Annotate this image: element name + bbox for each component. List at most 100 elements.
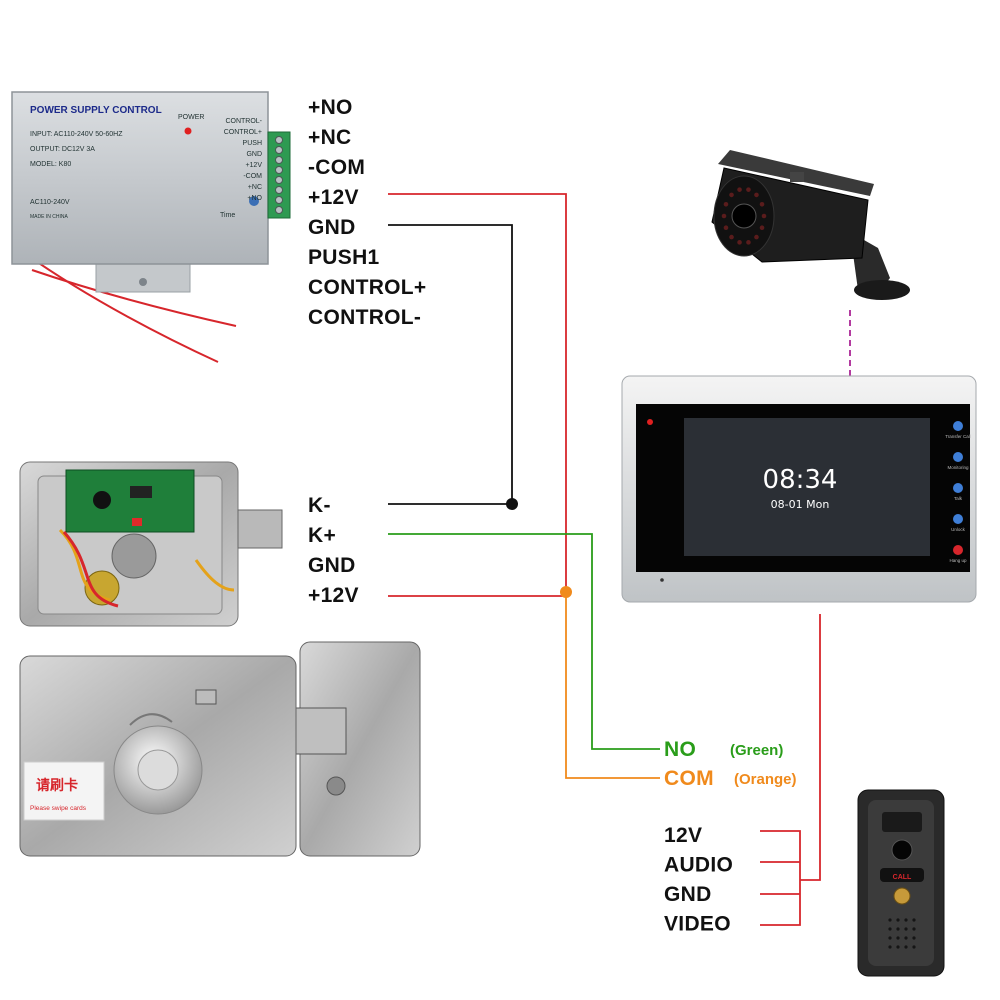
grille-hole	[912, 945, 916, 949]
doorbell-panel	[868, 800, 934, 966]
psu-terminal-2: -COM	[308, 156, 365, 179]
grille-hole	[888, 918, 892, 922]
grille-hole	[904, 927, 908, 931]
ir-led	[737, 240, 742, 245]
control-pcb	[65, 469, 195, 533]
terminal-screw	[275, 196, 283, 204]
pcb-buzzer	[93, 491, 111, 509]
monitor-screen[interactable]	[684, 418, 930, 556]
ir-led-ring	[721, 187, 767, 245]
psu-side-label-7: +NO	[247, 195, 262, 202]
psu-made-in: MADE IN CHINA	[30, 214, 68, 220]
outdoor-doorbell: CALL	[857, 789, 945, 977]
lead-wire-orange	[194, 559, 235, 592]
grille-hole	[904, 918, 908, 922]
monitor-button-icon-3[interactable]	[953, 514, 963, 524]
ir-led	[761, 213, 767, 219]
lock-terminal-labels: K-K+GND+12V	[308, 494, 359, 607]
ir-led	[723, 201, 729, 207]
wires	[388, 193, 851, 926]
monitor-button-icon-2[interactable]	[953, 483, 963, 493]
call-button[interactable]	[893, 887, 911, 905]
ir-led	[729, 234, 734, 240]
screen-time: 08:34	[763, 465, 838, 495]
indoor-monitor: 08:34 08-01 Mon Transfer CallMonitoringT…	[621, 375, 977, 603]
doorbell-terminal-2: GND	[664, 883, 712, 906]
psu-side-label-3: GND	[246, 151, 262, 158]
ir-led	[723, 225, 729, 231]
motor-wire-red	[62, 531, 119, 608]
wire-doorbell-red	[800, 614, 821, 881]
psu-side-label-0: CONTROL-	[225, 118, 262, 125]
power-led	[184, 127, 192, 135]
sticker-text-cn: 请刷卡	[36, 777, 78, 794]
psu-spec-output: OUTPUT: DC12V 3A	[30, 146, 95, 153]
rotate-arrow-icon	[129, 713, 173, 726]
grille-hole	[888, 927, 892, 931]
monitor-button-icon-1[interactable]	[953, 452, 963, 462]
wire-12v-psu	[388, 193, 567, 596]
psu-spec-model: MODEL: K80	[30, 161, 71, 168]
lock-knob-center	[137, 749, 179, 791]
power-label: POWER	[178, 114, 204, 121]
junction-12v	[560, 586, 572, 598]
relay-output-labels: NO(Green)COM(Orange)	[664, 738, 797, 790]
terminal-screw	[275, 146, 283, 154]
terminal-screw	[275, 136, 283, 144]
camera-screw	[790, 172, 804, 182]
terminal-block	[267, 131, 291, 219]
lock-internal-view	[19, 461, 283, 627]
monitor-button-icon-0[interactable]	[953, 421, 963, 431]
monitor-button-label-2: Talk	[954, 496, 963, 501]
mount-bracket	[95, 261, 191, 293]
junction-gnd	[506, 498, 518, 510]
terminal-screw	[275, 186, 283, 194]
terminal-screw	[275, 206, 283, 214]
psu-side-label-5: -COM	[243, 173, 262, 180]
ir-led	[721, 213, 727, 219]
wire-no-green	[388, 533, 660, 750]
ir-led	[759, 201, 765, 207]
grille-hole	[904, 945, 908, 949]
power-supply-unit: POWER SUPPLY CONTROL POWER INPUT: AC110-…	[11, 91, 291, 363]
swipe-card-sticker	[23, 761, 105, 821]
time-label: Time	[220, 212, 235, 219]
wire-com-orange	[565, 596, 660, 779]
call-label: CALL	[893, 874, 912, 881]
psu-side-label-4: +12V	[245, 162, 262, 169]
terminal-screw	[275, 156, 283, 164]
monitor-button-label-1: Monitoring	[947, 465, 969, 470]
motor-gear	[111, 533, 157, 579]
grille-hole	[888, 936, 892, 940]
psu-side-label-6: +NC	[248, 184, 262, 191]
grille-hole	[896, 927, 900, 931]
grille-hole	[912, 927, 916, 931]
ir-led	[729, 192, 734, 198]
psu-side-label-2: PUSH	[243, 140, 262, 147]
lock-terminal-2: GND	[308, 554, 356, 577]
lock-terminal-3: +12V	[308, 584, 359, 607]
doorbell-grille	[888, 918, 916, 949]
monitor-mic	[660, 578, 664, 582]
relay-note-no: (Green)	[730, 742, 783, 759]
doorbell-terminal-0: 12V	[664, 824, 702, 847]
strike-screw	[326, 776, 346, 796]
monitor-button-label-0: Transfer Call	[945, 434, 971, 439]
psu-terminal-1: +NC	[308, 126, 352, 149]
ac-wire-red-2	[19, 249, 219, 363]
cctv-camera	[711, 150, 910, 300]
monitor-button-icon-4[interactable]	[953, 545, 963, 555]
psu-terminal-6: CONTROL+	[308, 276, 426, 299]
relay-note-com: (Orange)	[734, 771, 797, 788]
lock-external-view: 请刷卡 Please swipe cards	[19, 641, 421, 857]
psu-title: POWER SUPPLY CONTROL	[30, 105, 162, 116]
grille-hole	[896, 918, 900, 922]
psu-spec-input: INPUT: AC110-240V 50-60HZ	[30, 131, 123, 138]
grille-hole	[912, 918, 916, 922]
grille-hole	[896, 936, 900, 940]
ir-led	[754, 234, 759, 240]
terminal-screws	[275, 136, 283, 214]
